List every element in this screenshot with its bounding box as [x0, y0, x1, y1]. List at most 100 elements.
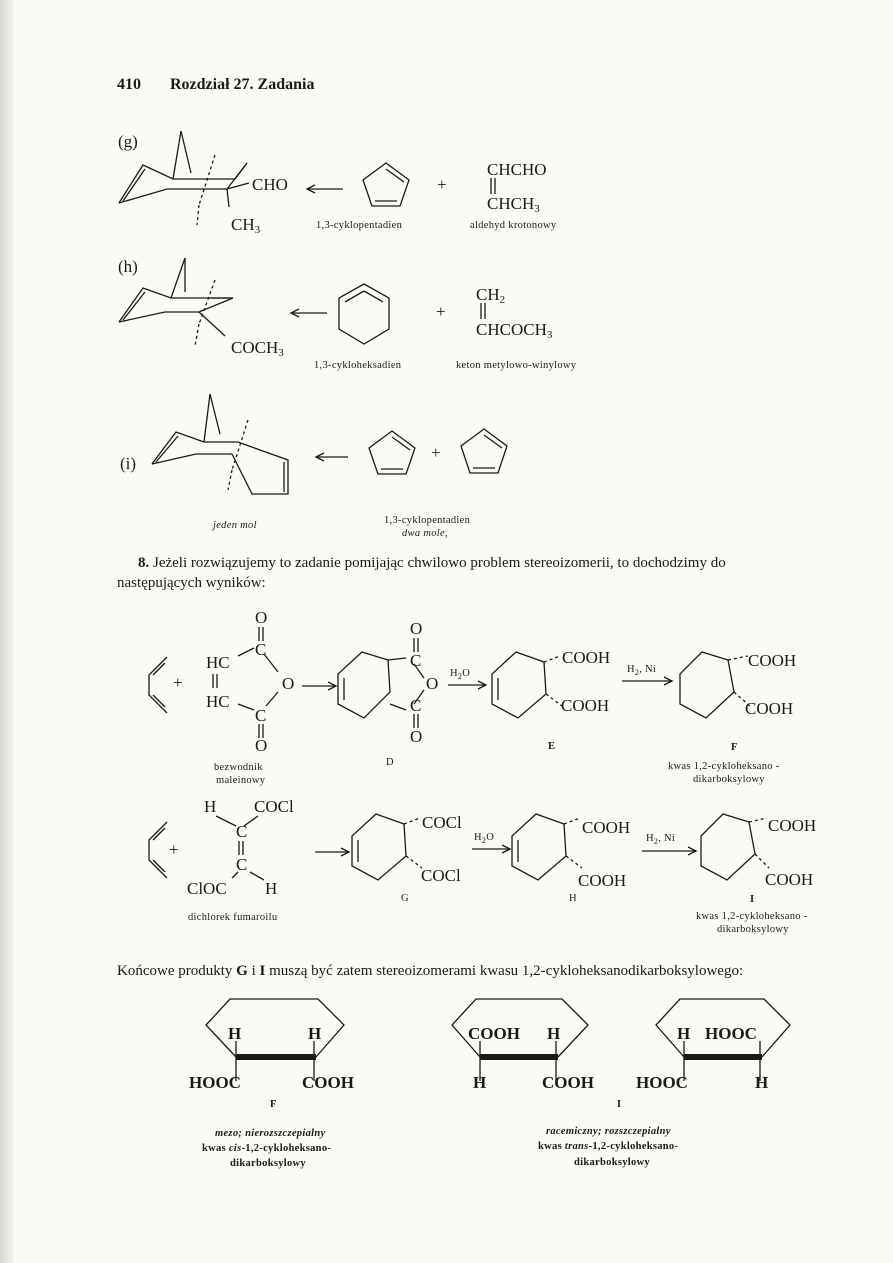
two-moles-caption: dwa mole,: [402, 528, 448, 539]
i-cooh-top: COOH: [768, 816, 817, 835]
d-label: D: [386, 757, 394, 768]
anhydride-o-bottom: O: [255, 736, 268, 755]
butadiene-2: [148, 821, 168, 879]
arrow-s1-b: [448, 680, 488, 690]
conclusion-text: Końcowe produkty G i I muszą być zatem s…: [117, 963, 744, 979]
final-i-label: I: [617, 1099, 622, 1110]
plus-h: +: [436, 302, 446, 321]
norbornene-aldehyde-structure: [118, 130, 250, 226]
compound-e-structure: [491, 651, 563, 719]
f-h2: H: [308, 1024, 322, 1043]
anhydride-name-1: bezwodnik: [214, 762, 263, 773]
compound-f-structure: [679, 651, 751, 719]
f-mezo-chair: [205, 998, 345, 1081]
fumaroyl-c1: C: [236, 822, 248, 841]
i-chair-1: [451, 998, 589, 1081]
f-name-1: kwas 1,2-cykloheksano -: [668, 761, 780, 772]
anhydride-c-bottom: C: [255, 706, 267, 725]
cyclopentadiene-i2: [460, 428, 508, 474]
d-o-ring: O: [426, 674, 439, 693]
anhydride-bonds: [237, 647, 279, 711]
e-label: E: [548, 741, 556, 752]
i-desc-1: racemiczny; rozszczepialny: [546, 1126, 671, 1137]
i2-hooc: HOOC: [705, 1024, 757, 1043]
compound-g-structure: [351, 813, 423, 881]
d-c-top: C: [410, 651, 422, 670]
page-number: 410: [117, 76, 141, 93]
g-label: G: [401, 893, 409, 904]
g-cocl-bottom: COCl: [421, 866, 461, 885]
i2-hooc-bottom: HOOC: [636, 1073, 688, 1092]
i-desc-3: dikarboksylowy: [574, 1157, 650, 1168]
h2o-reagent-s1: H2O: [450, 668, 471, 681]
left-caption-i: jeden mol: [213, 520, 257, 531]
i-label: I: [750, 894, 755, 905]
d-c-bottom: C: [410, 696, 422, 715]
arrow-s2-b: [472, 844, 512, 854]
arrow-s2-a: [315, 847, 351, 857]
f-h1: H: [228, 1024, 242, 1043]
mvk-bottom: CHCOCH3: [476, 320, 553, 341]
plus-g: +: [437, 175, 447, 194]
h2ni-reagent-s1: H2, Ni: [627, 664, 657, 677]
f-label: F: [731, 742, 738, 753]
i2-h-bottom: H: [755, 1073, 769, 1092]
i1-h-bottom: H: [473, 1073, 487, 1092]
fumaroyl-cloc: ClOC: [187, 879, 227, 898]
section-h-label: (h): [118, 257, 138, 276]
crotonaldehyde-top: CHCHO: [487, 160, 547, 179]
i2-h: H: [677, 1024, 691, 1043]
page-edge-shadow: [0, 0, 14, 1263]
plus-s2: +: [169, 840, 179, 859]
section-g-label: (g): [118, 132, 138, 151]
h-label: H: [569, 893, 577, 904]
anhydride-o-ring: O: [282, 674, 295, 693]
plus-i: +: [431, 443, 441, 462]
plus-s1: +: [173, 673, 183, 692]
problem-8-line1: 8. Jeżeli rozwiązujemy to zadanie pomija…: [138, 555, 726, 571]
h-cooh-bottom: COOH: [578, 871, 627, 890]
anhydride-o-top: O: [255, 608, 268, 627]
dicyclopentadiene-structure: [151, 393, 289, 495]
cyclopentadiene-g: [362, 162, 410, 207]
f-desc-3: dikarboksylowy: [230, 1158, 306, 1169]
section-i-label: (i): [120, 454, 137, 473]
f-desc-2: kwas cis-1,2-cykloheksano-: [202, 1143, 332, 1154]
anhydride-c-top: C: [255, 640, 267, 659]
arrow-s1-a: [302, 681, 338, 691]
crotonaldehyde-name: aldehyd krotonowy: [470, 220, 557, 231]
bicyclooctene-ketone-structure: [118, 257, 234, 347]
reaction-arrow-i: [314, 452, 348, 462]
product-coch3-label: COCH3: [231, 338, 284, 359]
i1-h: H: [547, 1024, 561, 1043]
mvk-name: keton metylowo-winylowy: [456, 360, 577, 371]
final-f-label: F: [270, 1099, 277, 1110]
fumaroyl-cocl-top: COCl: [254, 797, 294, 816]
fumaroyl-h-top: H: [204, 797, 217, 816]
h2o-reagent-s2: H2O: [474, 832, 495, 845]
arrow-s2-c: [642, 846, 698, 856]
i-name-1: kwas 1,2-cykloheksano -: [696, 911, 808, 922]
butadiene-1: [148, 656, 168, 714]
i-chair-2: [655, 998, 791, 1081]
f-hooc: HOOC: [189, 1073, 241, 1092]
double-bond-g: [490, 178, 496, 194]
compound-i-structure: [700, 813, 770, 881]
anhydride-hc1: HC: [206, 653, 230, 672]
cyclopentadiene-name-i: 1,3-cyklopentadien: [384, 515, 471, 526]
reaction-arrow-g: [305, 184, 343, 194]
cyclopentadiene-name-g: 1,3-cyklopentadien: [316, 220, 403, 231]
f-desc-1: mezo; nierozszczepialny: [215, 1128, 326, 1139]
e-cooh-top: COOH: [562, 648, 611, 667]
anhydride-hc2: HC: [206, 692, 230, 711]
f-cooh-bottom: COOH: [745, 699, 794, 718]
fumaroyl-name: dichlorek fumaroilu: [188, 912, 278, 923]
f-cooh: COOH: [302, 1073, 354, 1092]
cyclopentadiene-i1: [368, 430, 416, 475]
fumaroyl-bonds: [215, 815, 265, 881]
i-name-2: dikarboksylowy: [717, 924, 789, 935]
f-cooh-top: COOH: [748, 651, 797, 670]
problem-8-line2: następujących wyników:: [117, 575, 266, 591]
reaction-arrow-h: [289, 308, 327, 318]
i1-cooh: COOH: [468, 1024, 520, 1043]
